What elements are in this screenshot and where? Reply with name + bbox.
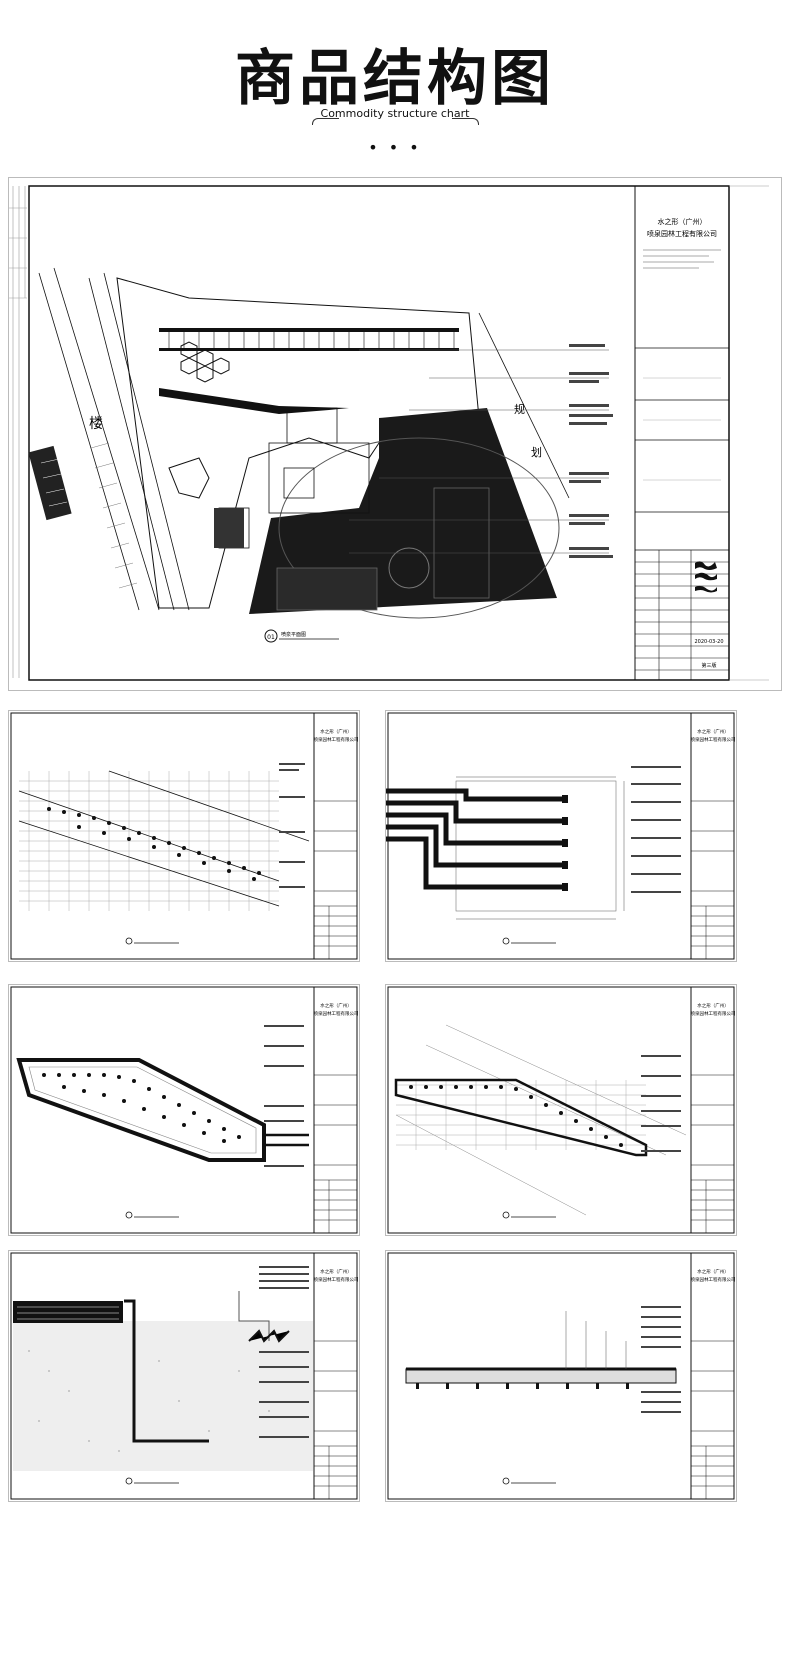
road-label-left: 楼 xyxy=(89,416,103,432)
soil-fill xyxy=(13,1321,313,1471)
detail-sheet-6-svg: 水之形（广州） 喷泉园林工程有限公司 xyxy=(387,1252,736,1500)
company-line2: 喷泉园林工程有限公司 xyxy=(691,736,736,743)
sheet-date: 2020-03-20 xyxy=(694,639,723,645)
page-subtitle: Commodity structure chart xyxy=(320,107,470,120)
deck-slab xyxy=(13,1301,123,1323)
sheet-number: 01 xyxy=(267,634,275,641)
subtitle-left-bracket xyxy=(312,118,339,125)
fountain-pool xyxy=(214,508,244,548)
sheet-number-circle xyxy=(264,629,278,643)
hexagon-fountain xyxy=(180,341,230,383)
detail-sheet-1: 水之形（广州） 喷泉园林工程有限公司 xyxy=(8,710,360,962)
main-drawing-svg: 水之形（广州） 喷泉园林工程有限公司 2020-0 xyxy=(9,185,769,681)
leader-text-bars xyxy=(569,344,613,558)
detail-sheet-1-svg: 水之形（广州） 喷泉园林工程有限公司 xyxy=(10,712,359,960)
company-line1: 水之形（广州） xyxy=(658,217,707,226)
plan-title: 喷泉平面图 xyxy=(281,631,306,638)
signature-marks xyxy=(695,561,717,593)
detail-sheet-3: 水之形（广州） 喷泉园林工程有限公司 xyxy=(8,984,360,1236)
left-building xyxy=(28,445,72,521)
pool-outline xyxy=(16,1058,266,1162)
sheet-stage: 第三版 xyxy=(701,662,716,669)
detail-sheet-4-svg: 水之形（广州） 喷泉园林工程有限公司 xyxy=(387,986,736,1234)
left-ruler-grid xyxy=(9,186,27,678)
detail-sheet-2-svg: 水之形（广州） 喷泉园林工程有限公司 xyxy=(386,712,736,960)
company-line1: 水之形（广州） xyxy=(697,728,729,735)
company-line2: 喷泉园林工程有限公司 xyxy=(314,1010,359,1017)
seating-strip xyxy=(159,328,459,351)
company-line1: 水之形（广州） xyxy=(697,1002,729,1009)
seating-hatches xyxy=(168,332,455,348)
leader-lines xyxy=(349,349,609,554)
site-roads xyxy=(38,267,570,611)
company-line2: 喷泉园林工程有限公司 xyxy=(314,736,359,743)
detail-sheet-2: 水之形（广州） 喷泉园林工程有限公司 xyxy=(385,710,737,962)
company-line1: 水之形（广州） xyxy=(320,1268,352,1275)
page-title: 商品结构图 xyxy=(235,44,555,114)
company-line1: 水之形（广州） xyxy=(320,1002,352,1009)
main-pipes xyxy=(386,788,566,890)
detail-sheet-3-svg: 水之形（广州） 喷泉园林工程有限公司 xyxy=(10,986,359,1234)
company-line2: 喷泉园林工程有限公司 xyxy=(691,1276,736,1283)
road-label-right-2: 划 xyxy=(531,446,542,459)
dark-plaza xyxy=(249,408,557,614)
nozzle-dots xyxy=(409,1085,623,1147)
elevation-strip xyxy=(405,1368,677,1384)
detail-sheet-4: 水之形（广州） 喷泉园林工程有限公司 xyxy=(385,984,737,1236)
decorative-dots: • • • xyxy=(368,138,422,157)
subtitle-right-bracket xyxy=(452,118,479,125)
main-drawing-sheet: 水之形（广州） 喷泉园林工程有限公司 2020-0 xyxy=(8,177,782,691)
road-hatch xyxy=(90,442,138,589)
nozzle-dots xyxy=(42,1073,241,1143)
walkway xyxy=(159,388,349,414)
road-label-right-1: 规 xyxy=(514,402,525,416)
company-line1: 水之形（广州） xyxy=(320,728,352,735)
company-line2: 喷泉园林工程有限公司 xyxy=(691,1010,736,1017)
detail-sheet-5: 水之形（广州） 喷泉园林工程有限公司 xyxy=(8,1250,360,1502)
main-frame xyxy=(28,185,730,681)
detail-sheet-5-svg: 水之形（广州） 喷泉园林工程有限公司 xyxy=(10,1252,359,1500)
detail-sheet-6: 水之形（广州） 喷泉园林工程有限公司 xyxy=(385,1250,737,1502)
company-line2: 喷泉园林工程有限公司 xyxy=(647,229,717,238)
company-line1: 水之形（广州） xyxy=(697,1268,729,1275)
company-line2: 喷泉园林工程有限公司 xyxy=(314,1276,359,1283)
nozzle-dots xyxy=(47,807,261,881)
